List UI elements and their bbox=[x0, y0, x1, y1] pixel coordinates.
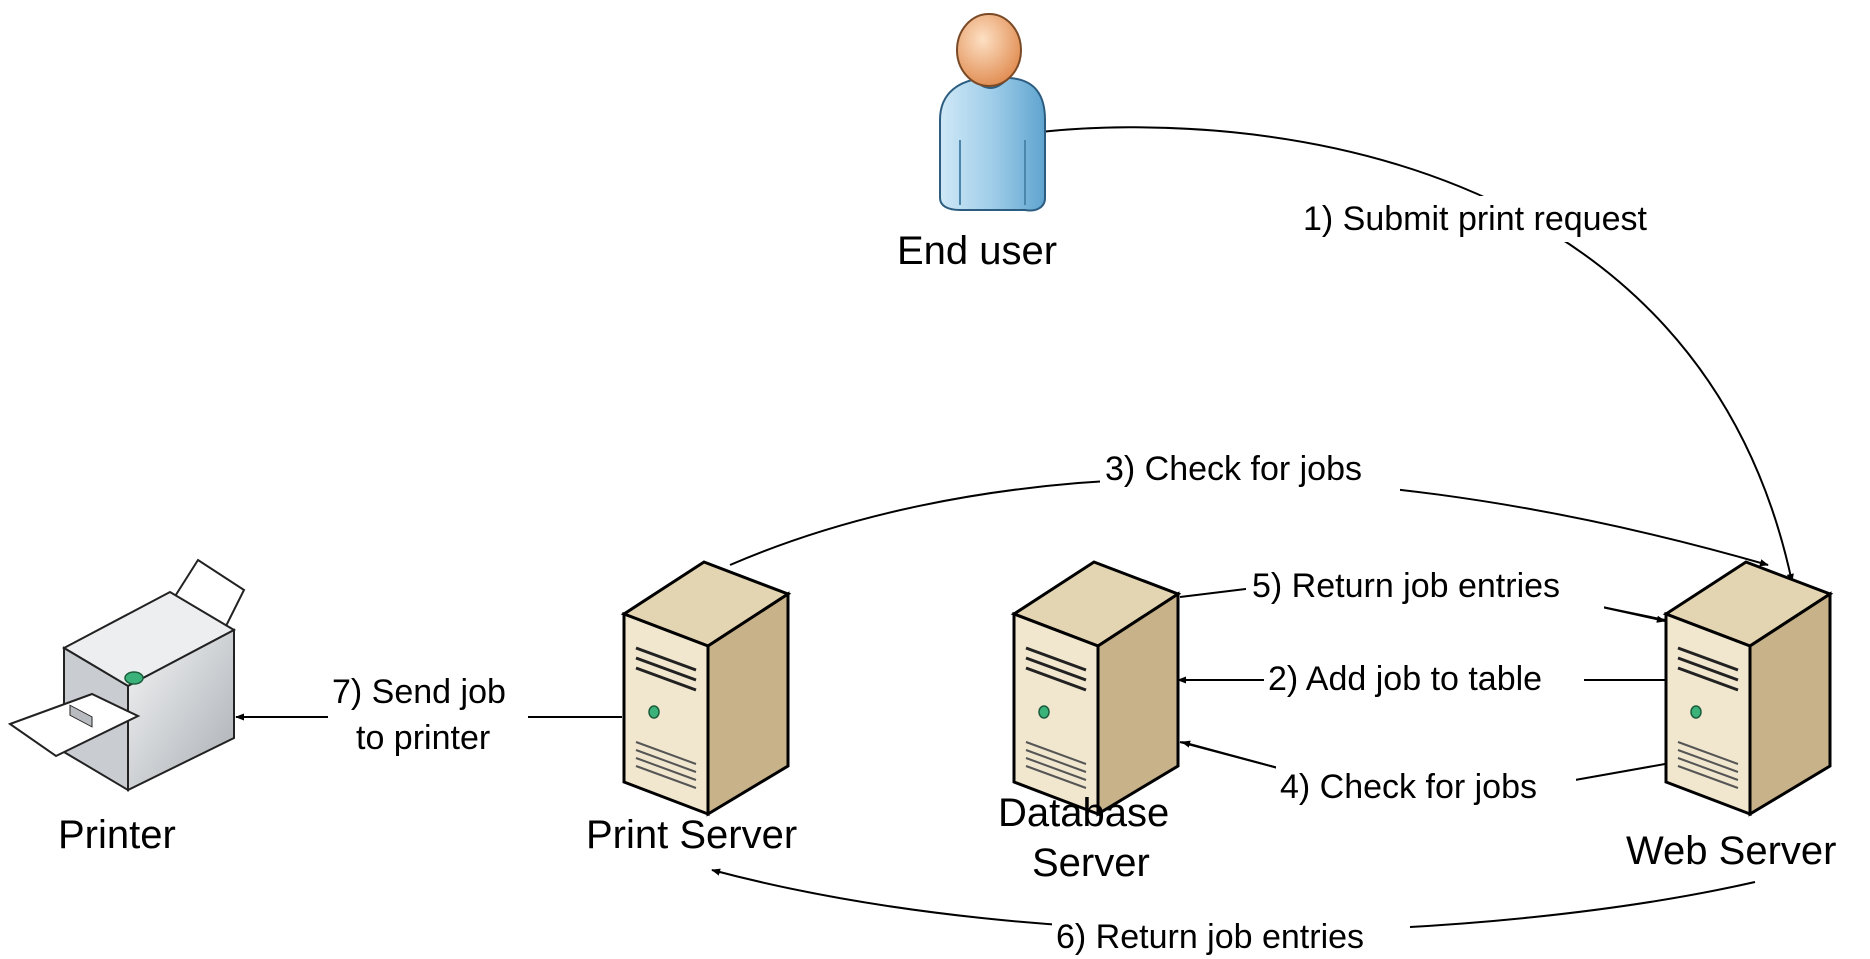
node-label-database-server-line2: Server bbox=[1032, 841, 1150, 885]
node-label-print-server: Print Server bbox=[586, 813, 797, 857]
label-step-1: 1) Submit print request bbox=[1303, 200, 1647, 238]
printer-icon bbox=[7, 558, 246, 792]
node-label-web-server: Web Server bbox=[1626, 829, 1836, 873]
label-step-7-line1: 7) Send job bbox=[332, 673, 506, 711]
label-step-6: 6) Return job entries bbox=[1056, 918, 1364, 956]
user-icon bbox=[939, 13, 1046, 212]
label-step-3: 3) Check for jobs bbox=[1105, 450, 1362, 488]
label-step-2: 2) Add job to table bbox=[1268, 660, 1542, 698]
server-icon bbox=[620, 560, 792, 817]
label-step-5: 5) Return job entries bbox=[1252, 567, 1560, 605]
node-label-printer: Printer bbox=[58, 813, 176, 857]
label-step-7-line2: to printer bbox=[356, 719, 490, 757]
server-icon bbox=[1010, 560, 1182, 817]
edge-submit-print-request bbox=[1039, 126, 1794, 583]
node-label-database-server-line1: Database bbox=[998, 791, 1169, 835]
server-icon bbox=[1662, 560, 1834, 817]
node-label-end-user: End user bbox=[897, 229, 1057, 273]
label-step-4: 4) Check for jobs bbox=[1280, 768, 1537, 806]
